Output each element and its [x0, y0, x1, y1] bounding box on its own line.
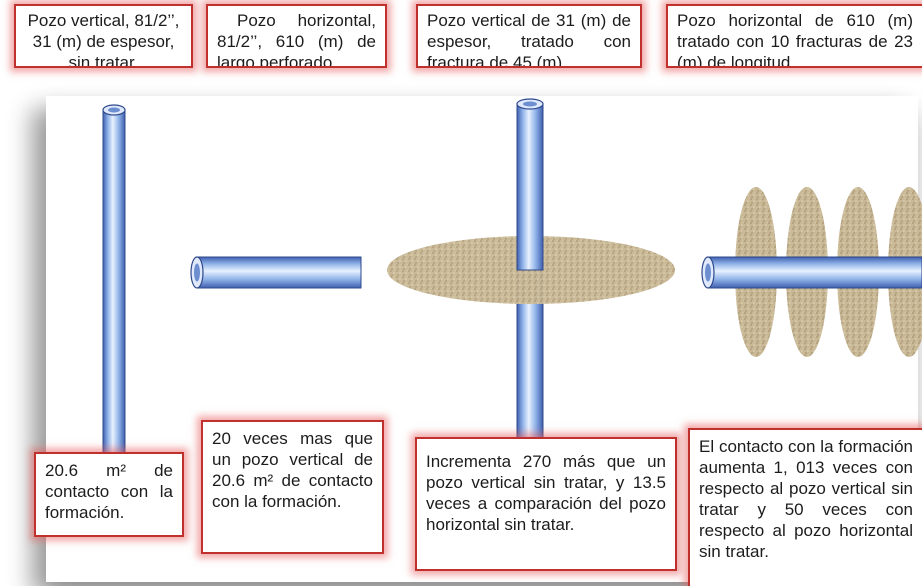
vertical-well-untreated — [102, 104, 126, 457]
description-text: Pozo vertical, 81/2’’, 31 (m) de espesor… — [27, 11, 180, 68]
horizontal-well-untreated — [190, 256, 362, 289]
result-text: Incrementa 270 más que un pozo vertical … — [426, 452, 666, 534]
description-text: Pozo horizontal, 81/2’’, 610 (m) de larg… — [217, 11, 376, 68]
result-text: 20.6 m² de contacto con la formación. — [45, 461, 173, 522]
description-horizontal-untreated: Pozo horizontal, 81/2’’, 610 (m) de larg… — [206, 4, 387, 68]
description-vertical-untreated: Pozo vertical, 81/2’’, 31 (m) de espesor… — [14, 4, 193, 68]
vertical-well-fractured — [387, 98, 675, 453]
result-horizontal-untreated: 20 veces mas que un pozo vertical de 20.… — [201, 420, 384, 554]
result-horizontal-fractured: El contacto con la formación aumenta 1, … — [688, 428, 922, 586]
result-text: 20 veces mas que un pozo vertical de 20.… — [212, 429, 373, 511]
result-text: El contacto con la formación aumenta 1, … — [699, 437, 913, 561]
horizontal-well-fractured — [701, 187, 922, 357]
description-horizontal-fractured: Pozo horizontal de 610 (m) tratado con 1… — [666, 4, 922, 68]
description-text: Pozo horizontal de 610 (m) tratado con 1… — [677, 11, 913, 68]
description-vertical-fractured: Pozo vertical de 31 (m) de espesor, trat… — [416, 4, 642, 68]
description-text: Pozo vertical de 31 (m) de espesor, trat… — [427, 11, 631, 68]
result-vertical-fractured: Incrementa 270 más que un pozo vertical … — [415, 437, 677, 571]
result-vertical-untreated: 20.6 m² de contacto con la formación. — [34, 452, 184, 537]
